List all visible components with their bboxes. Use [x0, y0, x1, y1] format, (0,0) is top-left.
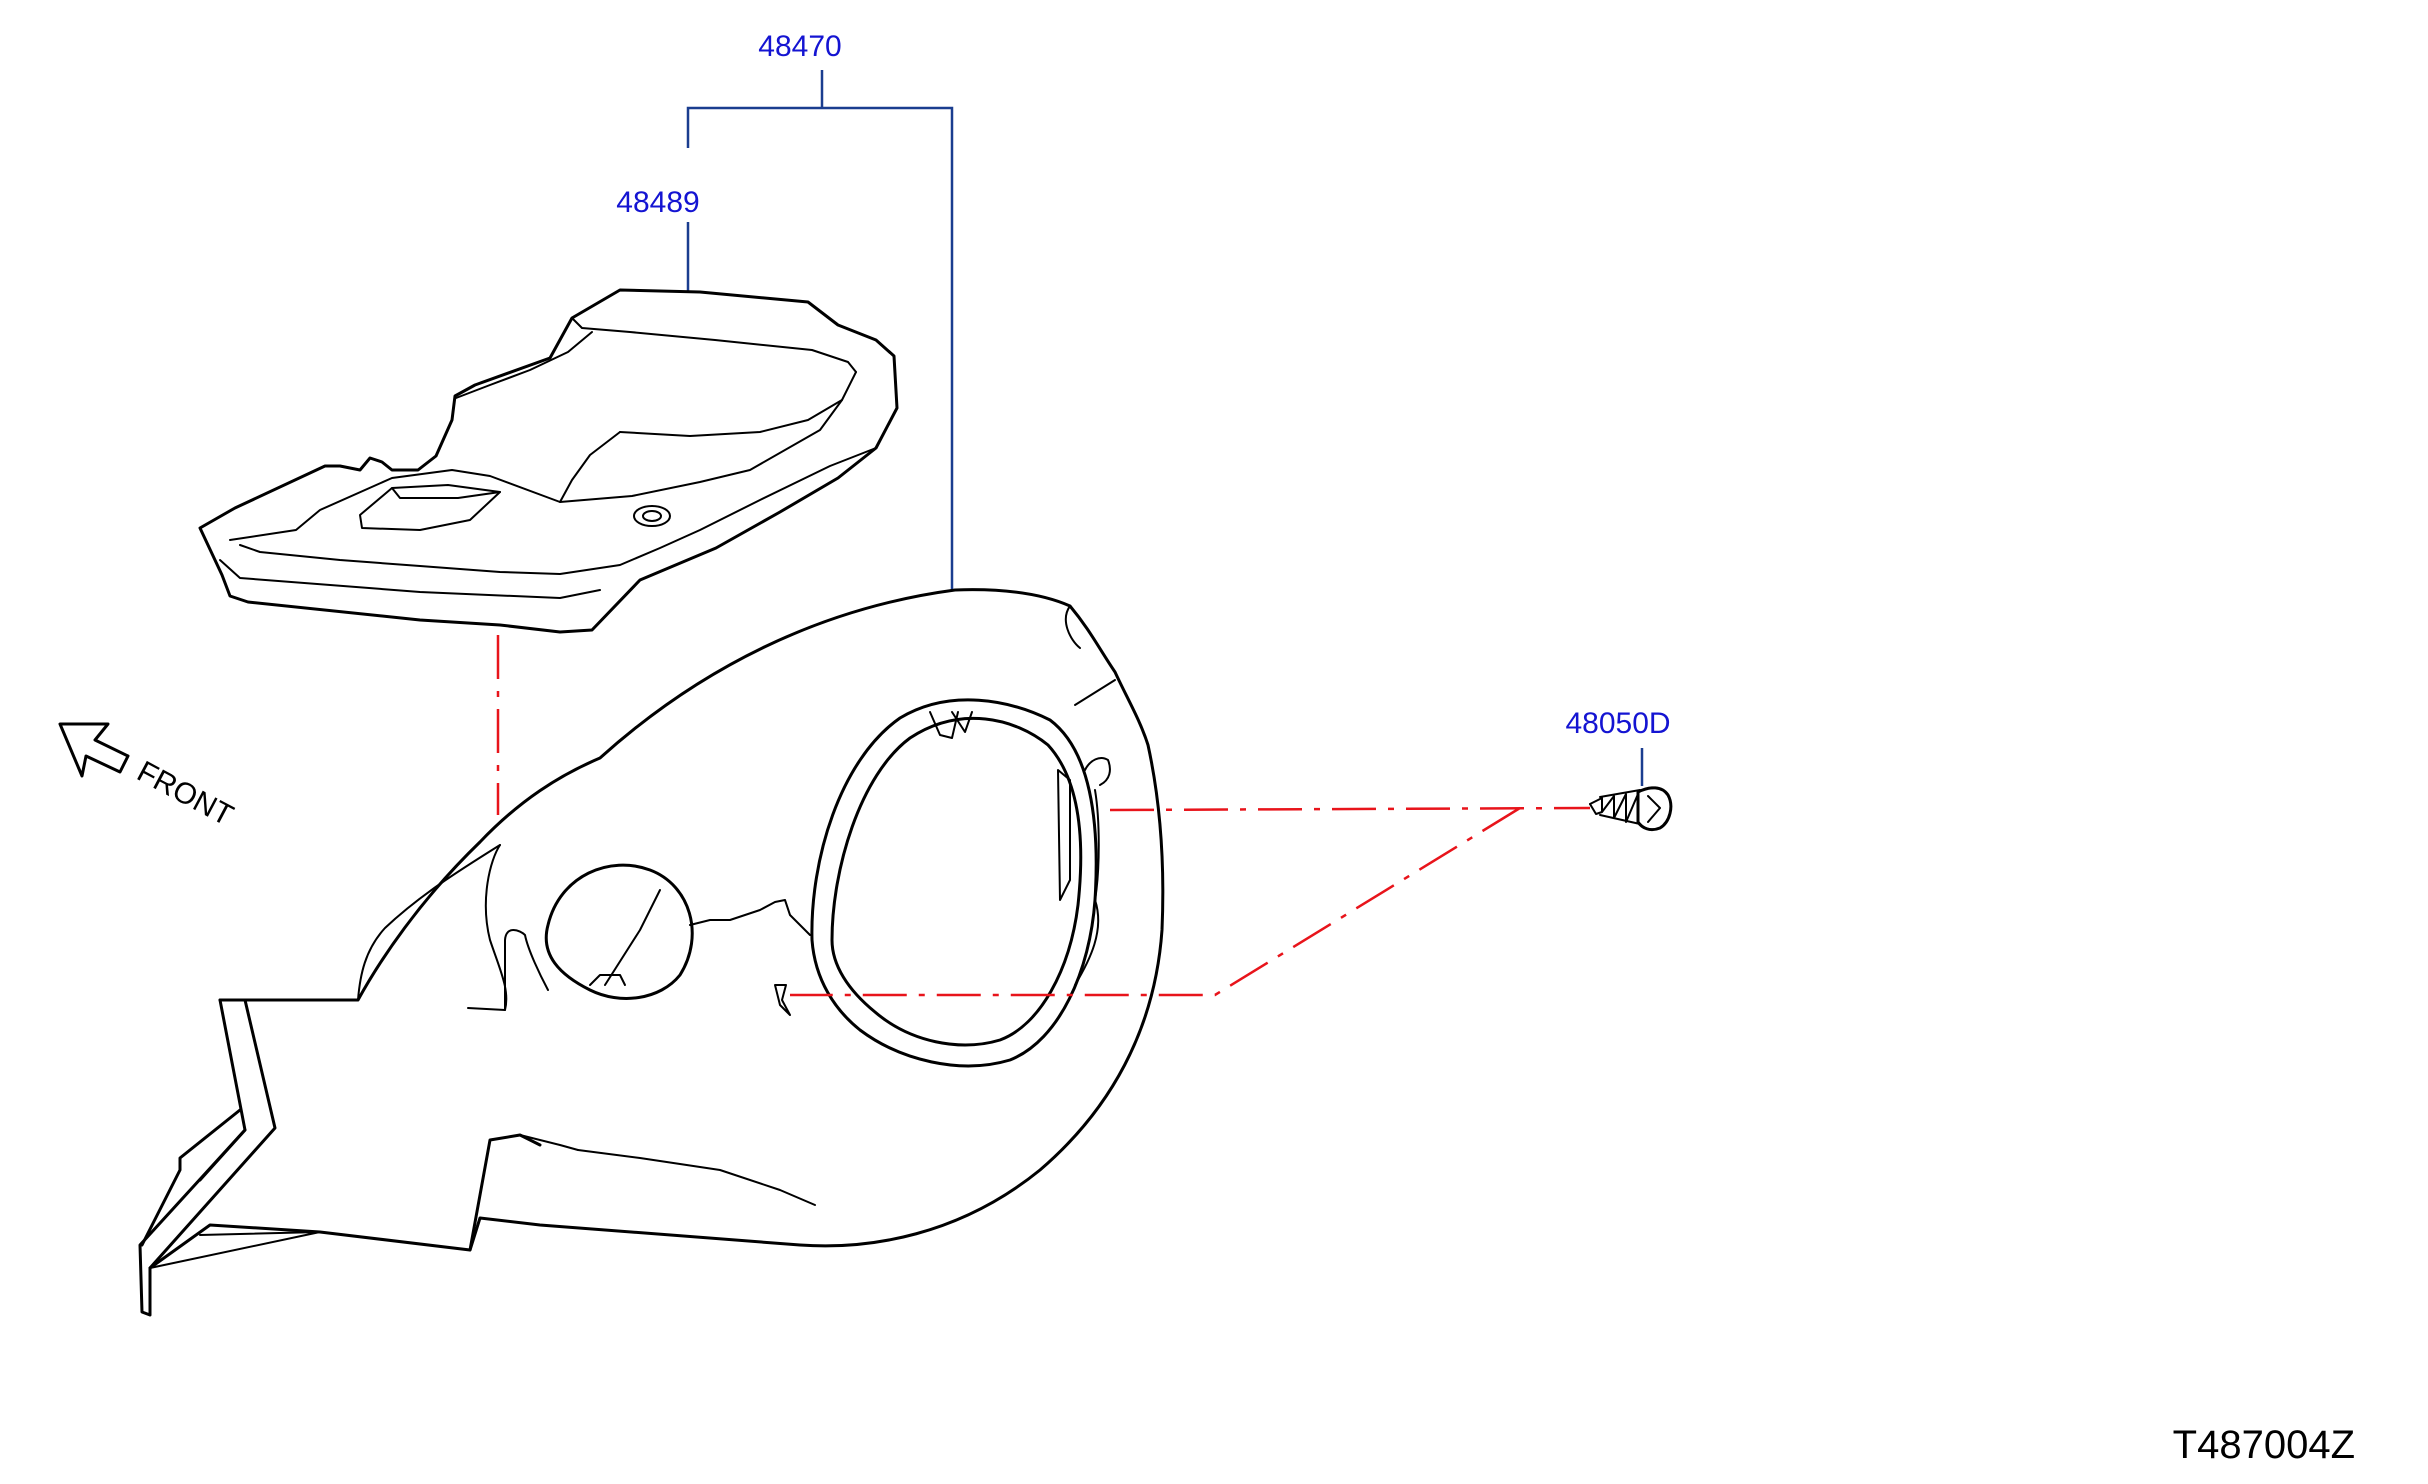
front-arrow-icon	[58, 722, 130, 778]
part-number-48050D[interactable]: 48050D	[1565, 707, 1670, 740]
lower-column-cover	[138, 588, 1165, 1317]
dash-screw-upper	[1109, 806, 1591, 812]
front-direction: FRONT	[58, 722, 239, 833]
dash-screw-lower	[790, 806, 1521, 997]
screw-48050D	[1589, 786, 1673, 832]
part-number-48470[interactable]: 48470	[758, 30, 841, 63]
leader-48470-bracket	[686, 106, 954, 590]
part-number-48489[interactable]: 48489	[616, 186, 699, 219]
assembly-lines	[496, 635, 1591, 997]
upper-column-cover	[198, 288, 899, 634]
front-label: FRONT	[132, 755, 239, 833]
drawing-code: T487004Z	[2173, 1423, 2355, 1467]
leader-lines	[686, 70, 1644, 786]
